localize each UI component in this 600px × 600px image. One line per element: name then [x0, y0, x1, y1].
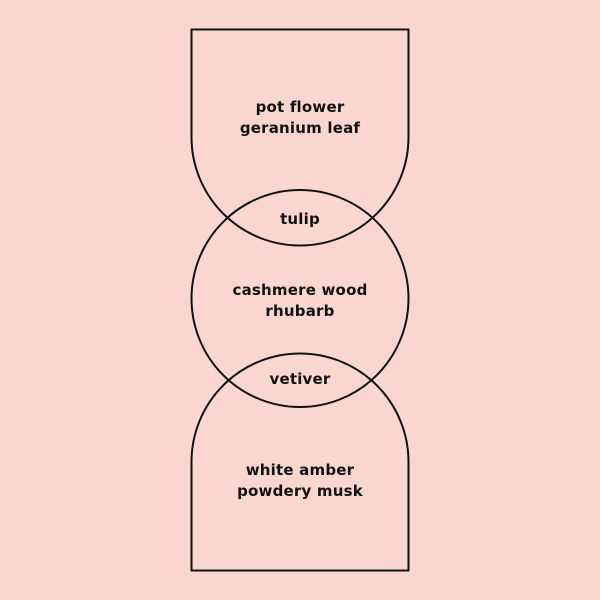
- middle-line2: rhubarb: [265, 302, 335, 320]
- middle-line1: cashmere wood: [232, 281, 368, 299]
- top-shape-label: pot flower geranium leaf: [150, 97, 450, 139]
- top-shape-line1: pot flower: [255, 98, 345, 116]
- overlap-top-label: tulip: [280, 210, 320, 228]
- top-shape-line2: geranium leaf: [239, 119, 361, 137]
- bottom-shape-line1: white amber: [245, 461, 355, 479]
- bottom-shape-line2: powdery musk: [237, 482, 363, 500]
- top-arch-shape: [190, 28, 410, 247]
- bottom-arch-shape: [190, 352, 410, 572]
- middle-circle-label: cashmere wood rhubarb: [150, 280, 450, 322]
- overlap-bottom-label: vetiver: [269, 370, 331, 388]
- bottom-shape-label: white amber powdery musk: [150, 460, 450, 502]
- middle-circle: [190, 189, 410, 408]
